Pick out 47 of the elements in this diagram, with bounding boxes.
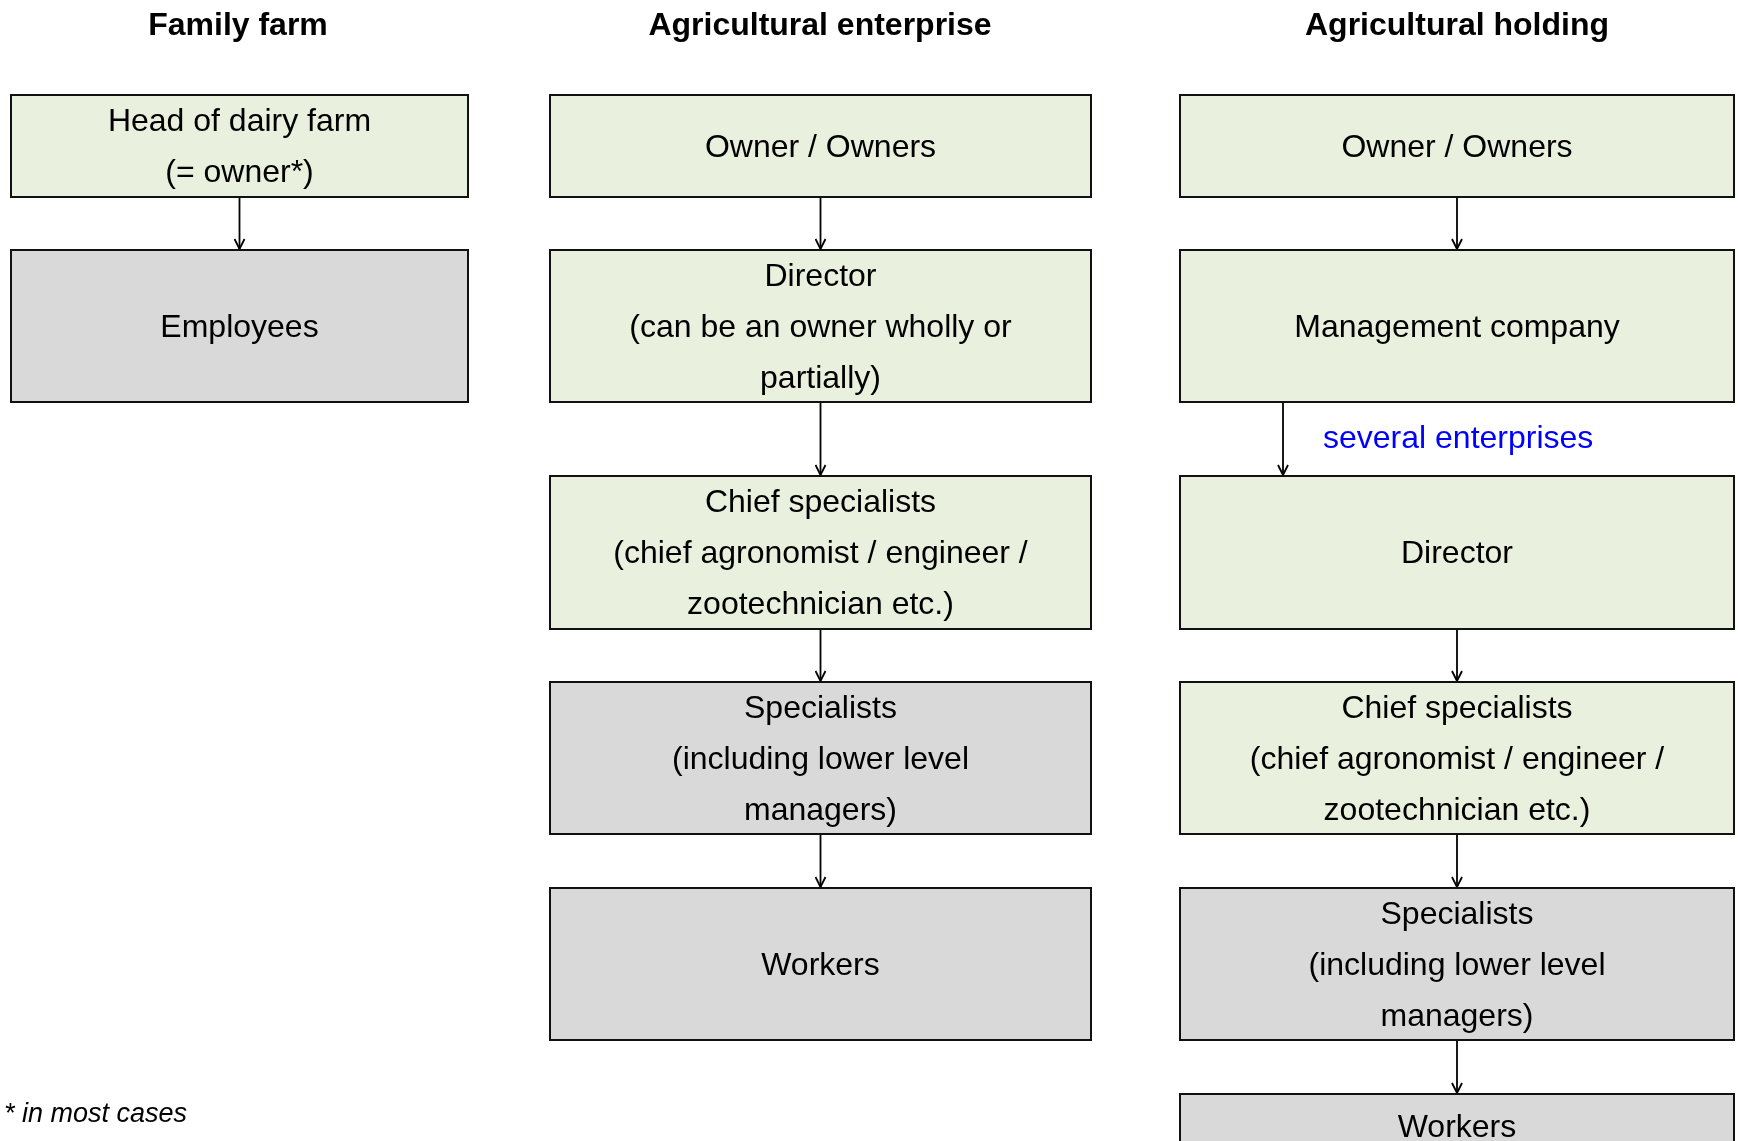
- arrow: [233, 197, 246, 250]
- box-text: Director: [764, 255, 877, 295]
- staff-box: [1179, 1093, 1735, 1141]
- management-box: [549, 249, 1092, 403]
- management-box: [549, 94, 1092, 198]
- footnote: * in most cases: [4, 1098, 188, 1129]
- box-text: Management company: [1294, 306, 1620, 346]
- box-text: Owner / Owners: [704, 126, 937, 166]
- box-text: Employees: [160, 306, 319, 346]
- arrow: [814, 402, 827, 476]
- management-box: [1179, 249, 1735, 403]
- arrow: [814, 629, 827, 682]
- arrow: [1451, 197, 1463, 250]
- staff-box: [549, 887, 1092, 1041]
- box-text: (chief agronomist / engineer / zootechnician etc.): [1248, 738, 1666, 829]
- edge-label: several enterprises: [1323, 419, 1594, 456]
- box-text: Chief specialists: [704, 482, 937, 521]
- box-text: Director: [1401, 533, 1513, 572]
- box-text: Specialists: [1380, 893, 1534, 933]
- arrow: [814, 834, 827, 888]
- staff-box: [549, 681, 1092, 835]
- arrow: [814, 197, 827, 250]
- staff-box: [10, 249, 469, 403]
- box-text: (including lower level managers): [671, 738, 970, 829]
- box-text: Head of dairy farm: [107, 101, 372, 140]
- column-heading: Agricultural enterprise: [648, 6, 992, 43]
- box-text: (chief agronomist / engineer / zootechnician etc.): [612, 533, 1029, 623]
- management-box: [1179, 475, 1735, 630]
- arrow: [1451, 629, 1463, 682]
- box-text: (= owner*): [165, 152, 314, 191]
- box-text: Specialists: [744, 687, 897, 727]
- management-box: [1179, 681, 1735, 835]
- box-text: Workers: [761, 944, 880, 984]
- box-text: Owner / Owners: [1341, 126, 1573, 166]
- arrow: [1277, 402, 1289, 476]
- column-heading: Agricultural holding: [1305, 6, 1609, 43]
- arrow: [1451, 834, 1463, 888]
- box-text: Chief specialists: [1341, 687, 1573, 727]
- box-text: (can be an owner wholly or partially): [628, 306, 1013, 397]
- arrow: [1451, 1040, 1463, 1094]
- management-box: [1179, 94, 1735, 198]
- management-box: [10, 94, 469, 198]
- box-text: (including lower level managers): [1307, 944, 1607, 1035]
- management-box: [549, 475, 1092, 630]
- column-heading: Family farm: [148, 6, 328, 43]
- box-text: Workers: [1397, 1107, 1517, 1141]
- staff-box: [1179, 887, 1735, 1041]
